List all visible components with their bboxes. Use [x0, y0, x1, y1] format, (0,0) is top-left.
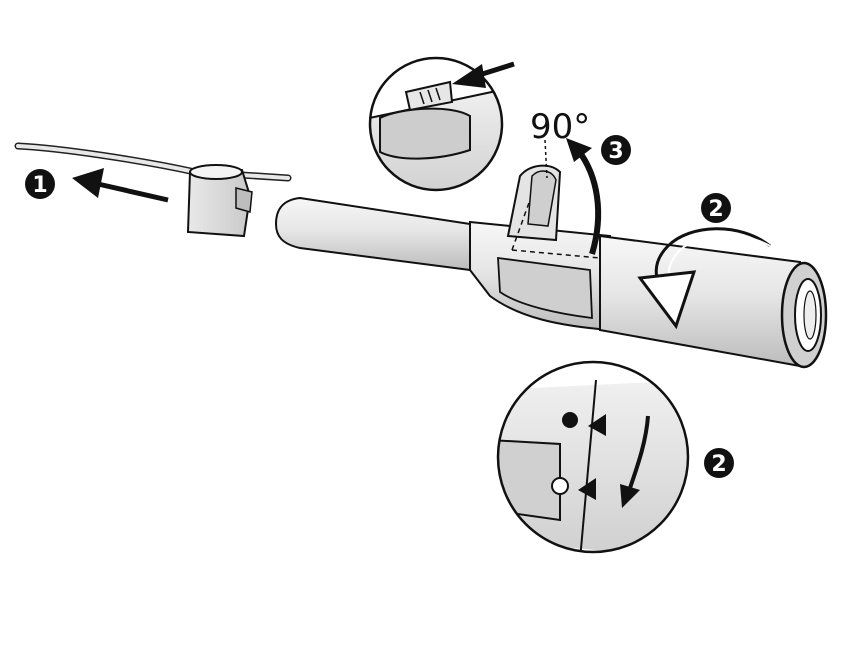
step-1-number: 1	[32, 173, 47, 198]
lock-dot-filled	[562, 412, 578, 428]
step-2-number: 2	[708, 197, 723, 222]
protective-cap	[186, 164, 253, 238]
lock-dot-open	[551, 477, 569, 495]
step-2-detail-number: 2	[711, 452, 726, 477]
step-1-badge: 1	[25, 169, 55, 199]
device-body	[274, 196, 828, 369]
step-3-badge: 3	[601, 135, 631, 165]
angle-label: 90°	[530, 107, 590, 147]
lift-arrow	[566, 138, 602, 255]
step-2-badge: 2	[701, 193, 731, 223]
step-2-detail-badge: 2	[704, 448, 734, 478]
probe-wire	[14, 142, 292, 182]
top-detail-magnifier	[368, 56, 515, 192]
angle-reference-line	[544, 139, 548, 179]
bottom-detail-magnifier	[496, 360, 690, 554]
step-3-number: 3	[608, 139, 623, 164]
rotate-arrow	[637, 227, 771, 330]
lift-lever	[506, 164, 601, 259]
alignment-marker-bottom	[578, 478, 596, 500]
remove-arrow	[72, 168, 169, 203]
alignment-marker-top	[588, 414, 606, 436]
